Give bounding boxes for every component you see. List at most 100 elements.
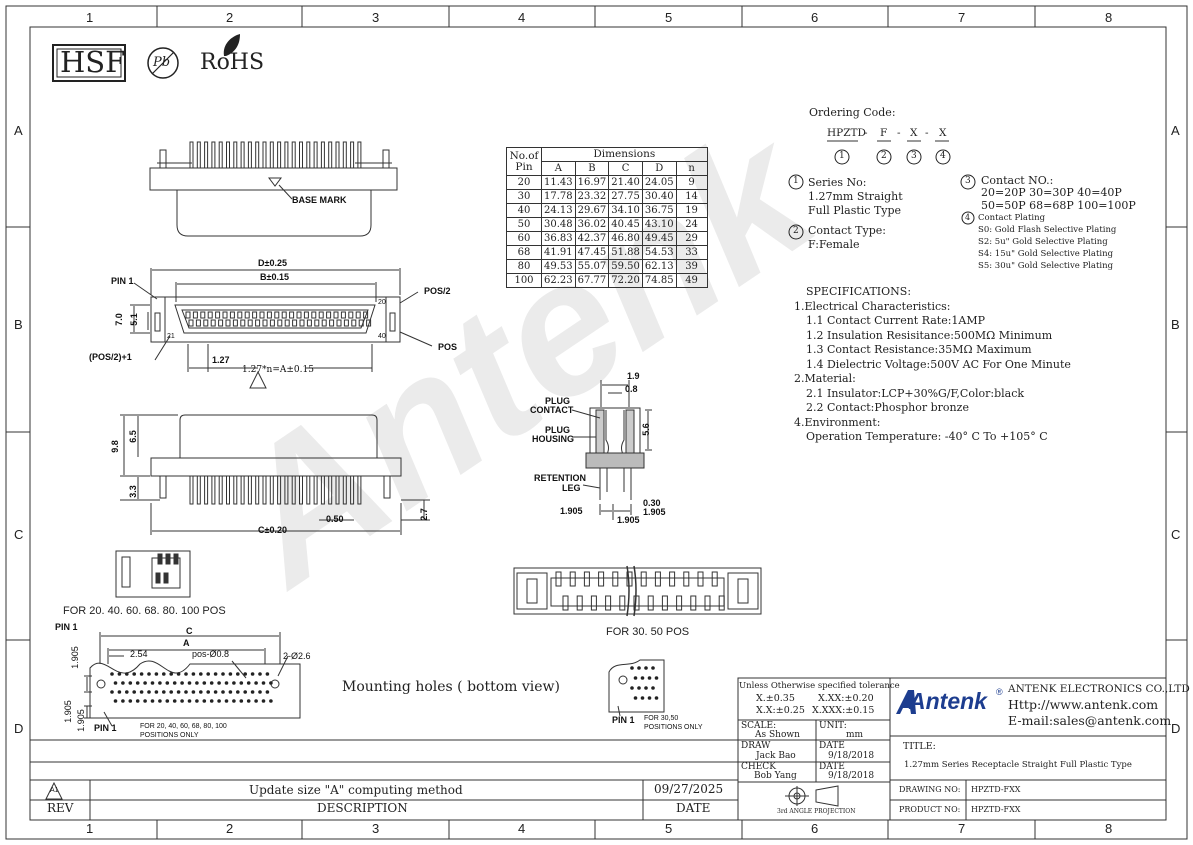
antenk-logo: Antenk: [909, 688, 987, 714]
leaf-icon: [223, 34, 240, 56]
top-pin: [342, 141, 347, 169]
spec-line-3: 1.2 Insulation Resisitance:500MΩ Minimum: [806, 329, 1053, 342]
zone-col-7-top: 7: [958, 10, 966, 25]
plug-contact-label-1: PLUG: [545, 396, 571, 406]
dim-030-label: 0.30: [643, 498, 661, 508]
top-pin: [313, 141, 318, 169]
mounting-hole: [180, 699, 184, 703]
ordering-code-3: X: [910, 127, 918, 139]
mounting-hole: [640, 676, 645, 680]
mounting-hole: [202, 699, 207, 703]
unit-value: mm: [846, 730, 864, 740]
dim-table-cell: 80: [506, 259, 542, 274]
plug-contact-label-2: CONTACT: [530, 405, 574, 415]
plating-label: Contact Plating: [978, 213, 1046, 223]
mounting-hole: [269, 681, 273, 685]
mounting-hole: [261, 681, 266, 685]
front-contact: [222, 311, 228, 319]
code-num-1: 1: [839, 151, 845, 161]
registered-mark: ®: [996, 687, 1003, 697]
mounting-hole: [221, 672, 225, 676]
retention-leg-label-1: RETENTION: [534, 473, 587, 483]
dim-1905-label-b: 1.905: [560, 506, 583, 516]
dim-table-cell: 23.32: [574, 189, 610, 204]
mh-pin1-label-b: PIN 1: [94, 723, 117, 733]
mounting-hole: [651, 666, 655, 670]
mounting-holes-label: Mounting holes ( bottom view): [342, 679, 560, 695]
top-pin: [357, 141, 362, 169]
mid-contact: [640, 571, 647, 587]
mounting-hole: [236, 690, 240, 694]
mounting-hole: [165, 699, 170, 703]
dim-table-cell: 46.80: [608, 231, 643, 246]
mid-contact: [555, 571, 562, 587]
mounting-hole: [217, 681, 221, 685]
mid-contact: [605, 595, 612, 611]
front-contact: [269, 319, 275, 327]
tolerance-2b: X.XXX:±0.15: [812, 705, 875, 716]
mh30-for-label-1: FOR 30,50: [644, 715, 679, 722]
mounting-hole: [176, 672, 181, 676]
pitch-label: 1.27*n=A±0.15: [242, 365, 314, 375]
contact-no-label: Contact NO.:: [981, 174, 1054, 187]
mounting-hole: [261, 699, 266, 703]
mounting-hole: [644, 686, 648, 690]
date-label: DATE: [676, 801, 711, 815]
description-label: DESCRIPTION: [317, 801, 408, 815]
front-contact: [351, 319, 357, 327]
ordering-sep-1: -: [864, 127, 868, 139]
mounting-hole: [243, 690, 247, 694]
dim-127-label: 1.27: [212, 355, 230, 365]
top-pin: [247, 141, 252, 169]
top-pin: [350, 141, 355, 169]
col-header-c: C: [608, 161, 643, 176]
tolerance-1b: X.XX:±0.20: [818, 693, 874, 704]
mounting-hole: [243, 672, 247, 676]
spec-line-7: 2.1 Insulator:LCP+30%G/F,Color:black: [806, 387, 1025, 400]
dim-table-cell: 36.83: [541, 231, 576, 246]
ordering-sep-3: -: [925, 127, 929, 139]
retention-leg-label-2: LEG: [562, 483, 581, 493]
dim-table-cell: 36.75: [641, 203, 677, 218]
zone-col-4-bottom: 4: [518, 821, 526, 836]
mid-contact: [583, 571, 590, 587]
front-contact: [229, 311, 235, 319]
hsf-box: [52, 44, 126, 82]
spec-line-9: 4.Environment:: [794, 416, 881, 429]
dim-table-cell: 14: [675, 189, 708, 204]
zone-row-c-right: C: [1171, 527, 1181, 542]
mounting-hole: [258, 672, 262, 676]
mounting-holes-30-50: [608, 659, 665, 717]
dim-table-cell: 42.37: [574, 231, 610, 246]
mounting-hole: [232, 699, 236, 703]
dim-table-cell: 62.13: [641, 259, 677, 274]
zone-row-d-right: D: [1171, 721, 1181, 736]
spec-line-10: Operation Temperature: -40° C To +105° C: [806, 430, 1048, 443]
side-pin: [189, 475, 194, 505]
mounting-hole: [206, 690, 210, 694]
zone-col-5-top: 5: [665, 10, 673, 25]
mounting-hole: [637, 666, 641, 670]
mounting-hole: [162, 690, 166, 694]
revision-description: Update size "A" computing method: [249, 783, 463, 797]
plug-housing-label-1: PLUG: [545, 425, 571, 435]
mounting-hole: [647, 696, 652, 700]
dim-27-label: 2.7: [418, 508, 429, 521]
front-contact: [247, 319, 253, 327]
mounting-hole: [139, 690, 144, 694]
dim-65-label: 6.5: [127, 430, 138, 443]
dim-table-cell: 20: [506, 175, 542, 190]
dim-table-cell: 40: [506, 203, 542, 218]
front-contact: [358, 319, 364, 327]
tolerance-title: Unless Otherwise specified tolerance: [739, 681, 900, 691]
zone-col-6-top: 6: [811, 10, 819, 25]
ordering-code-1: HPZTD: [827, 127, 866, 139]
side-pin: [277, 475, 282, 505]
dim-table-cell: 27.75: [608, 189, 643, 204]
contact-no-line-2: 50=50P 68=68P 100=100P: [981, 199, 1136, 212]
mounting-hole: [209, 681, 214, 685]
tolerance-1a: X.±0.35: [756, 693, 795, 704]
